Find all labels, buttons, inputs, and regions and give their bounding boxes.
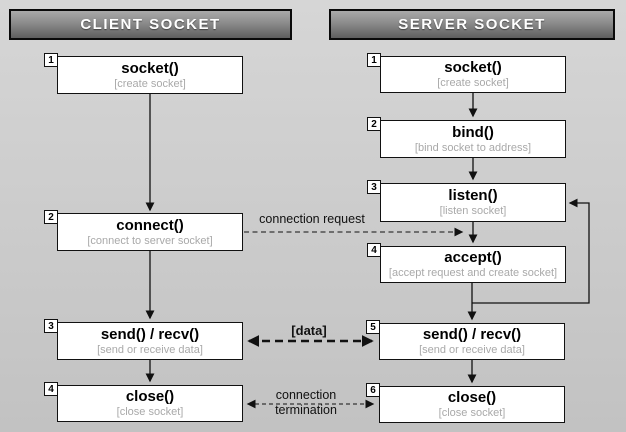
- step-title: bind(): [452, 123, 494, 141]
- server-step-listen: 3 listen() [listen socket]: [367, 180, 566, 222]
- step-number-badge: 1: [367, 53, 381, 67]
- client-step-connect: 2 connect() [connect to server socket]: [44, 210, 243, 251]
- step-number-badge: 6: [366, 383, 380, 397]
- client-step-close: 4 close() [close socket]: [44, 382, 243, 422]
- step-title: close(): [447, 389, 497, 406]
- step-subtitle: [create socket]: [114, 77, 186, 90]
- arrow-accept-loop-to-listen: [472, 198, 590, 304]
- step-title: connect(): [116, 216, 184, 234]
- step-subtitle: [close socket]: [438, 407, 506, 419]
- client-step-socket: 1 socket() [create socket]: [44, 53, 243, 94]
- step-subtitle: [close socket]: [116, 406, 184, 418]
- step-title: accept(): [444, 249, 502, 266]
- client-step-send-recv: 3 send() / recv() [send or receive data]: [44, 319, 243, 360]
- step-number-badge: 1: [44, 53, 58, 67]
- step-subtitle: [connect to server socket]: [87, 234, 213, 247]
- step-title: socket(): [444, 59, 502, 76]
- step-title: socket(): [121, 59, 179, 77]
- step-subtitle: [accept request and create socket]: [388, 267, 558, 279]
- connection-termination-label-line2: termination: [275, 403, 337, 417]
- step-number-badge: 3: [367, 180, 381, 194]
- server-step-socket: 1 socket() [create socket]: [367, 53, 566, 93]
- server-socket-header: SERVER SOCKET: [329, 9, 615, 40]
- step-title: close(): [125, 388, 175, 405]
- step-title: send() / recv(): [100, 325, 200, 343]
- data-exchange-label: [data]: [291, 323, 327, 338]
- client-socket-header-label: CLIENT SOCKET: [80, 16, 221, 33]
- step-title: send() / recv(): [422, 326, 522, 343]
- step-number-badge: 4: [44, 382, 58, 396]
- server-step-close: 6 close() [close socket]: [366, 383, 565, 423]
- server-step-bind: 2 bind() [bind socket to address]: [367, 117, 566, 158]
- step-subtitle: [create socket]: [437, 77, 509, 89]
- step-title: listen(): [448, 187, 498, 204]
- server-step-accept: 4 accept() [accept request and create so…: [367, 243, 566, 283]
- step-subtitle: [send or receive data]: [419, 344, 525, 356]
- server-socket-header-label: SERVER SOCKET: [398, 16, 546, 33]
- step-number-badge: 5: [366, 320, 380, 334]
- connection-termination-label-line1: connection: [275, 388, 337, 402]
- step-number-badge: 3: [44, 319, 58, 333]
- client-socket-header: CLIENT SOCKET: [9, 9, 292, 40]
- step-subtitle: [listen socket]: [439, 205, 507, 217]
- step-number-badge: 2: [44, 210, 58, 224]
- server-step-send-recv: 5 send() / recv() [send or receive data]: [366, 320, 565, 360]
- step-subtitle: [send or receive data]: [97, 343, 203, 356]
- step-subtitle: [bind socket to address]: [414, 141, 532, 154]
- connection-request-label: connection request: [259, 212, 365, 226]
- step-number-badge: 4: [367, 243, 381, 257]
- step-number-badge: 2: [367, 117, 381, 131]
